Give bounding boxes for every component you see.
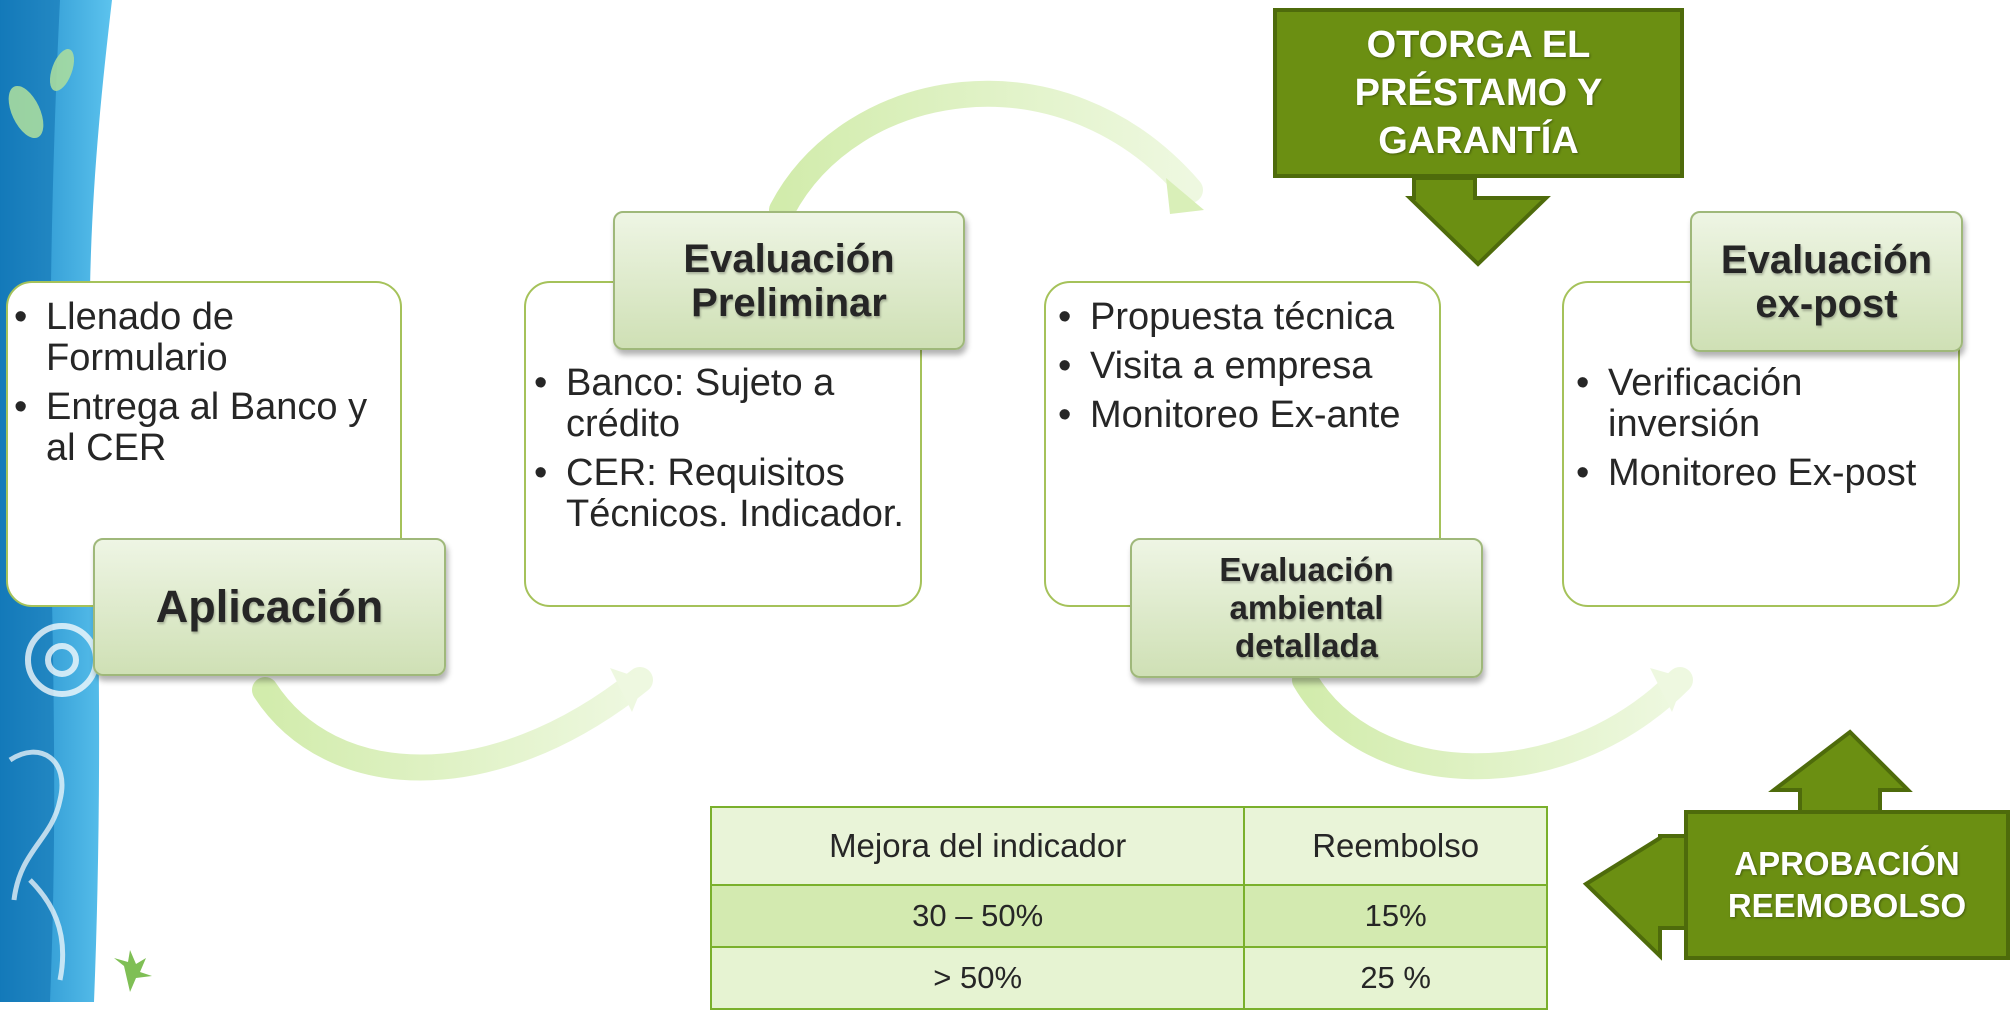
down-arrow-icon [1405,176,1551,267]
stage-4-title: Evaluación ex-post [1690,211,1963,352]
connector-arrow-2 [769,80,1204,223]
up-arrow-icon [1768,729,1913,814]
left-arrow-icon [1582,834,1690,961]
indicator-table: Mejora del indicador Reembolso 30 – 50% … [709,806,1548,1010]
list-item: Llenado de Formulario [12,297,397,379]
list-item: CER: Requisitos Técnicos. Indicador. [532,453,912,535]
stage-2-title: Evaluación Preliminar [613,211,965,350]
loan-guarantee-callout: OTORGA EL PRÉSTAMO Y GARANTÍA [1273,8,1684,178]
stage-2-bullets: Banco: Sujeto a crédito CER: Requisitos … [532,363,912,543]
approval-callout: APROBACIÓN REEMOBOLSO [1684,810,2010,960]
table-cell: 15% [1243,884,1548,948]
stage-4-bullets: Verificación inversión Monitoreo Ex-post [1574,363,1954,502]
list-item: Banco: Sujeto a crédito [532,363,912,445]
stage-3-bullets: Propuesta técnica Visita a empresa Monit… [1056,297,1436,444]
table-header-row: Mejora del indicador Reembolso [709,806,1548,886]
table-cell: > 50% [709,946,1246,1010]
table-header-cell: Mejora del indicador [709,806,1246,886]
stage-3-title: Evaluación ambiental detallada [1130,538,1483,678]
plant-icon [114,950,152,992]
list-item: Verificación inversión [1574,363,1954,445]
table-cell: 30 – 50% [709,884,1246,948]
table-row: 30 – 50% 15% [709,884,1548,948]
list-item: Monitoreo Ex-ante [1056,395,1436,437]
table-row: > 50% 25 % [709,946,1548,1010]
list-item: Monitoreo Ex-post [1574,453,1954,495]
wrench-icon [8,749,66,981]
table-header-cell: Reembolso [1243,806,1548,886]
table-cell: 25 % [1243,946,1548,1010]
list-item: Propuesta técnica [1056,297,1436,339]
leaf-icon [8,49,75,139]
stage-1-title: Aplicación [93,538,446,676]
stage-1-bullets: Llenado de Formulario Entrega al Banco y… [12,297,397,477]
connector-arrow-3 [1292,667,1693,780]
list-item: Entrega al Banco y al CER [12,387,397,469]
connector-arrow-1 [252,667,653,781]
list-item: Visita a empresa [1056,346,1436,388]
